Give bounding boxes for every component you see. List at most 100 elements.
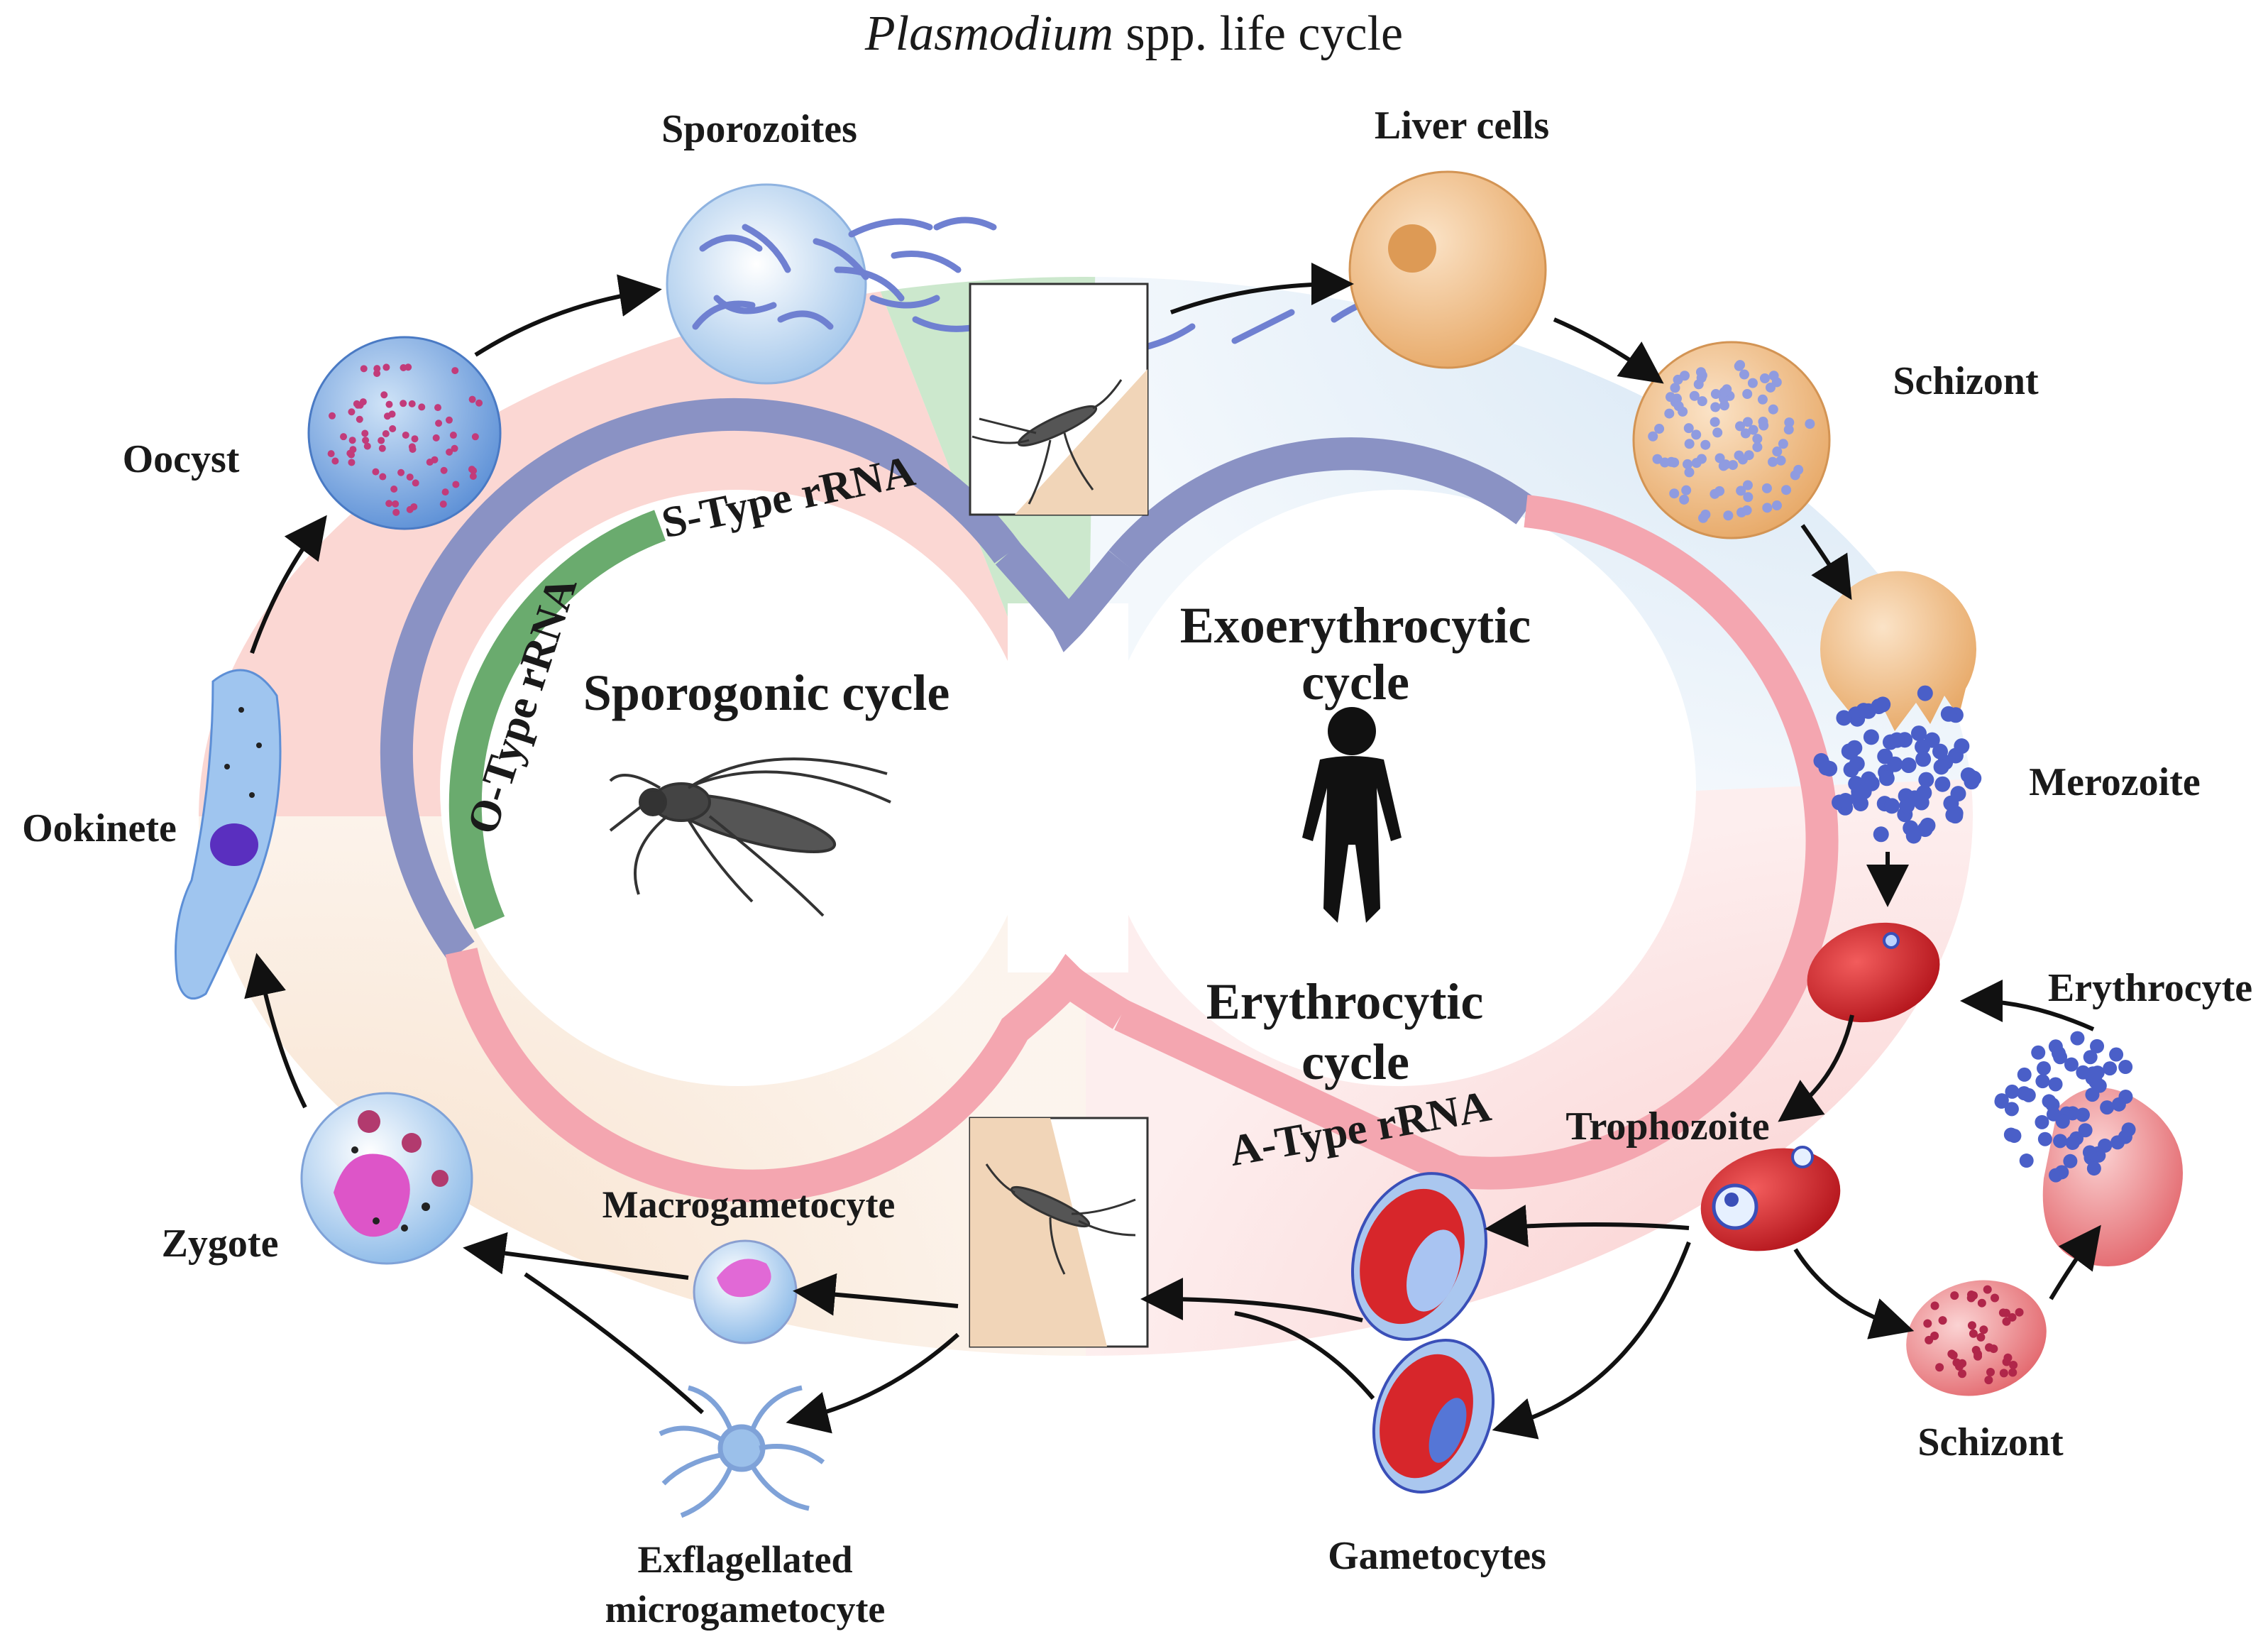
dot bbox=[382, 429, 390, 437]
dot bbox=[2008, 1313, 2017, 1322]
dot bbox=[1714, 453, 1725, 464]
dot bbox=[1843, 762, 1859, 778]
blood-schizont-illustration bbox=[1906, 1280, 2047, 1396]
dot bbox=[1736, 486, 1746, 496]
dot bbox=[406, 473, 414, 481]
dot bbox=[451, 367, 459, 375]
a-type-band-right bbox=[1114, 495, 1839, 1190]
dot bbox=[2103, 1061, 2118, 1076]
dot bbox=[446, 448, 453, 456]
dot bbox=[1681, 485, 1692, 495]
dot bbox=[471, 433, 479, 441]
arrow-liver-to-schizont bbox=[1553, 317, 1664, 384]
dot bbox=[1783, 424, 1794, 435]
dot bbox=[1877, 748, 1893, 765]
dot bbox=[372, 468, 380, 476]
dot bbox=[389, 425, 397, 433]
dot bbox=[2109, 1047, 2124, 1062]
merozoite-illustration bbox=[1813, 571, 1982, 844]
dot bbox=[1991, 1293, 2000, 1303]
dot bbox=[1757, 394, 1768, 405]
arrow-oocyst-to-sporozoites bbox=[474, 274, 662, 357]
mosquito-bite-box-top bbox=[969, 283, 1149, 516]
dot bbox=[402, 431, 409, 439]
dot bbox=[1720, 459, 1731, 470]
dot bbox=[2017, 1086, 2032, 1101]
dot bbox=[2048, 1077, 2063, 1092]
zygote-illustration bbox=[300, 1092, 473, 1265]
dot bbox=[1999, 1369, 2008, 1378]
label-macrogametocyte: Macrogametocyte bbox=[602, 1183, 896, 1226]
dot bbox=[392, 508, 400, 516]
dot bbox=[379, 473, 387, 481]
dot bbox=[1957, 1369, 1966, 1379]
dot bbox=[2053, 1050, 2068, 1065]
dot bbox=[408, 443, 416, 451]
erythrocytic-label-2: cycle bbox=[1301, 1034, 1409, 1090]
dot bbox=[1889, 732, 1905, 748]
dot bbox=[382, 363, 390, 371]
dot bbox=[1778, 439, 1788, 449]
erythrocyte-rupture-illustration bbox=[1994, 1031, 2183, 1266]
dot bbox=[1923, 1319, 1932, 1328]
dot bbox=[1742, 480, 1753, 491]
dot bbox=[1689, 390, 1700, 401]
dot bbox=[441, 488, 449, 496]
dot bbox=[400, 400, 407, 407]
dot bbox=[1950, 1291, 1959, 1300]
dot bbox=[2121, 1122, 2136, 1137]
dot bbox=[1700, 439, 1711, 450]
arrow-ookinete-to-oocyst bbox=[250, 515, 327, 654]
dot bbox=[1837, 793, 1854, 809]
dot bbox=[2008, 1368, 2017, 1377]
dot bbox=[385, 400, 393, 408]
dot bbox=[1752, 434, 1763, 444]
dot bbox=[1925, 1335, 1934, 1344]
dot bbox=[1900, 757, 1917, 774]
dot bbox=[1683, 459, 1693, 469]
dot bbox=[348, 408, 356, 416]
dot bbox=[1935, 1363, 1944, 1372]
dot bbox=[1697, 513, 1708, 523]
dot bbox=[1966, 1290, 1976, 1299]
dot bbox=[1747, 378, 1758, 388]
dot bbox=[1976, 1332, 1986, 1342]
label-microgametocyte: microgametocyte bbox=[605, 1588, 886, 1631]
dot bbox=[1924, 732, 1940, 748]
dot bbox=[1710, 389, 1721, 400]
dot bbox=[327, 450, 335, 458]
dot bbox=[1949, 1351, 1958, 1360]
dot bbox=[1960, 767, 1976, 784]
dot bbox=[1684, 439, 1695, 449]
dot bbox=[2086, 1161, 2101, 1176]
dot bbox=[1664, 408, 1675, 419]
dot bbox=[360, 365, 368, 373]
dot bbox=[1984, 1376, 1993, 1385]
dot bbox=[1669, 488, 1680, 499]
gametocyte-illustration-2 bbox=[1372, 1339, 1495, 1494]
dot bbox=[1734, 450, 1744, 461]
label-schizont-liver: Schizont bbox=[1893, 359, 2039, 403]
dot bbox=[1947, 805, 1964, 821]
dot bbox=[1771, 500, 1782, 511]
label-zygote: Zygote bbox=[162, 1222, 279, 1266]
dot bbox=[2065, 1136, 2080, 1151]
dot bbox=[1693, 379, 1704, 390]
dot bbox=[1743, 492, 1754, 503]
label-liver-cells: Liver cells bbox=[1375, 104, 1549, 148]
dot bbox=[2053, 1134, 2068, 1149]
dot bbox=[2118, 1060, 2133, 1075]
dot bbox=[2086, 1068, 2101, 1083]
dot bbox=[449, 432, 457, 439]
arrow-to-macrogametocyte bbox=[793, 1273, 959, 1316]
dot bbox=[2005, 1084, 2020, 1099]
dot bbox=[353, 400, 360, 407]
dot bbox=[2007, 1129, 2022, 1144]
dot bbox=[362, 437, 370, 444]
dot bbox=[378, 437, 385, 444]
label-gametocytes: Gametocytes bbox=[1328, 1534, 1546, 1578]
dot bbox=[1910, 725, 1927, 742]
dot bbox=[1683, 423, 1694, 434]
dot bbox=[1979, 1325, 1988, 1335]
